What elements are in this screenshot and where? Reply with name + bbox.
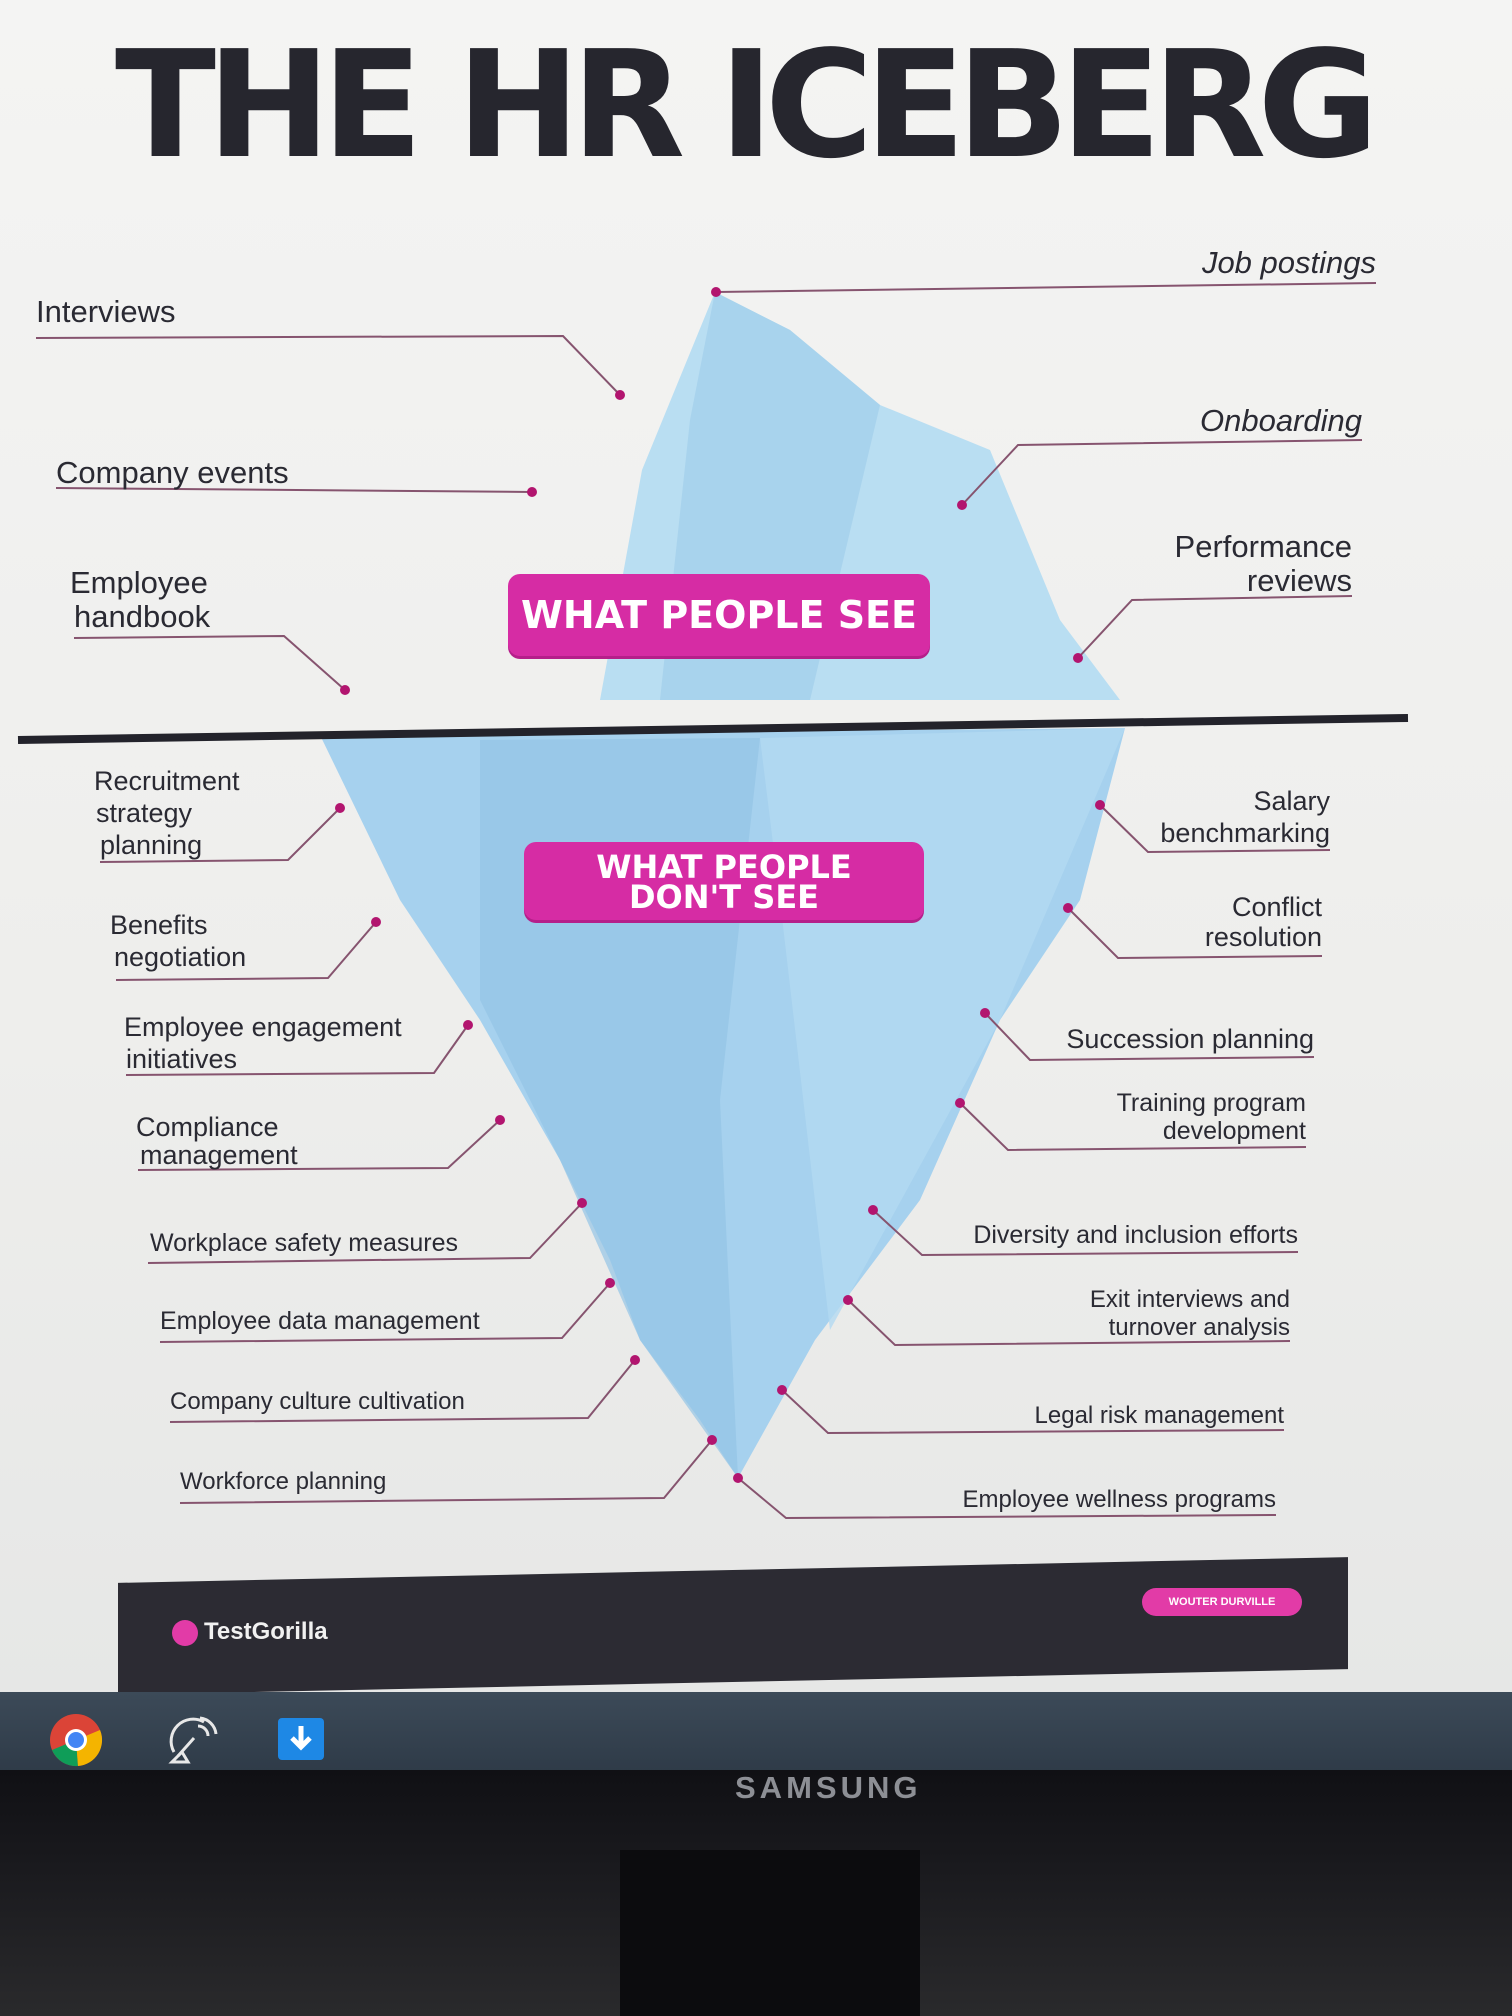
leader-onboarding [961,439,1363,506]
leader-salary [1099,804,1331,854]
what-people-dont-see-badge: WHAT PEOPLE DON'T SEE [524,842,924,920]
iceberg-body-shade [480,738,760,1478]
label-performance-1: Performance [1174,529,1352,564]
footer-credit: WOUTER DURVILLE [1142,1588,1302,1616]
label-handbook-1: Employee [70,565,208,600]
leader-succession [984,1012,1315,1062]
what-people-see-badge: WHAT PEOPLE SEE [508,574,930,656]
label-safety: Workplace safety measures [150,1229,458,1257]
leader-benefits [115,921,377,981]
label-benefits-1: Benefits [110,910,208,940]
monitor-stand [620,1850,920,2016]
label-compliance-2: management [140,1140,298,1170]
label-culture: Company culture cultivation [170,1388,465,1415]
label-compliance-1: Compliance [136,1112,279,1142]
leader-conflict [1067,907,1323,960]
label-workforce: Workforce planning [180,1468,387,1495]
leader-compliance [137,1119,501,1171]
leader-handbook [73,634,346,691]
label-performance-2: reviews [1246,563,1352,598]
label-interviews: Interviews [36,294,176,329]
label-conflict-2: resolution [1204,922,1322,952]
label-exit-1: Exit interviews and [1089,1286,1290,1313]
leader-safety [147,1202,583,1264]
leader-data [159,1282,611,1343]
label-diversity: Diversity and inclusion efforts [973,1221,1298,1249]
leader-job-postings [715,282,1377,293]
leader-company-events [55,487,533,493]
label-job-postings: Job postings [1201,245,1376,280]
footer-brand: TestGorilla [204,1618,328,1645]
label-recruitment-3: planning [100,830,203,860]
label-legal: Legal risk management [1034,1402,1284,1429]
poster-title: THE HR ICEBERG [115,19,1379,191]
label-engagement-1: Employee engagement [124,1012,402,1042]
leader-performance [1077,595,1353,659]
leader-workforce [179,1439,713,1504]
label-benefits-2: negotiation [114,942,247,972]
label-onboarding: Onboarding [1199,403,1362,438]
label-recruitment-1: Recruitment [94,766,240,796]
label-data-management: Employee data management [160,1307,480,1335]
testgorilla-logo-icon [172,1620,198,1646]
label-wellness: Employee wellness programs [962,1486,1276,1513]
taskbar [0,1692,1512,1782]
label-exit-2: turnover analysis [1108,1314,1290,1341]
monitor-brand: SAMSUNG [735,1770,922,1805]
label-training-1: Training program [1116,1089,1306,1117]
leader-wellness [737,1477,1277,1520]
label-conflict-1: Conflict [1231,892,1322,922]
leader-interviews [35,334,621,396]
leader-training [959,1102,1307,1152]
label-salary-1: Salary [1253,786,1330,816]
label-engagement-2: initiatives [126,1044,238,1074]
label-handbook-2: handbook [74,599,211,634]
satellite-dish-icon[interactable] [164,1712,220,1768]
download-icon[interactable] [274,1712,330,1768]
leader-diversity [872,1209,1299,1257]
leader-recruitment [99,807,341,863]
leader-engagement [125,1024,469,1076]
leader-culture [169,1359,636,1423]
dont-see-line-2: DON'T SEE [628,878,820,916]
label-company-events: Company events [56,455,289,490]
label-succession: Succession planning [1066,1024,1314,1054]
water-line [17,714,1409,744]
label-salary-2: benchmarking [1160,818,1330,848]
label-recruitment-2: strategy [96,798,193,828]
chrome-icon[interactable] [48,1712,104,1768]
leader-legal [781,1389,1285,1435]
leader-exit [847,1299,1291,1347]
label-training-2: development [1162,1117,1306,1145]
dont-see-line-1: WHAT PEOPLE [596,848,852,886]
